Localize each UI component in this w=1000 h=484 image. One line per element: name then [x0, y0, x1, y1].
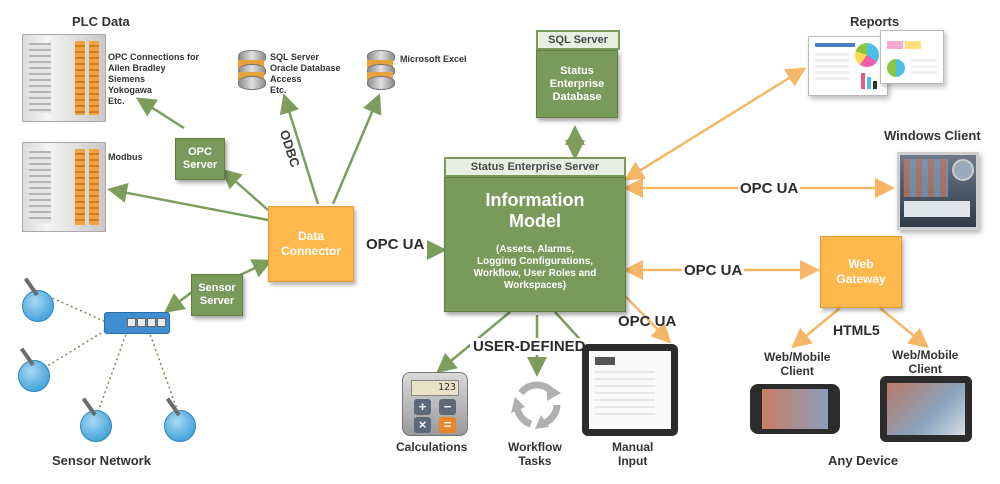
user-defined-label: USER-DEFINED — [470, 338, 589, 355]
calculator-key: + — [414, 399, 431, 415]
arrow-server-to-reports — [623, 67, 807, 181]
calculator-key: × — [414, 417, 431, 433]
arrow-gateway-to-client1 — [791, 307, 841, 349]
sensor-icon — [80, 397, 112, 442]
information-model-details: (Assets, Alarms, Logging Configurations,… — [473, 244, 597, 291]
windows-client-screen — [897, 152, 979, 230]
sensor-icon — [18, 347, 50, 392]
calculations-caption: Calculations — [396, 440, 468, 454]
section-title-any-device: Any Device — [828, 453, 899, 468]
modbus-device-image — [22, 142, 106, 232]
arrow-sensorserver-to-connector — [239, 259, 273, 278]
arrow-server-to-manual-opc — [624, 295, 672, 344]
sql-database-list: SQL Server Oracle Database Access Etc. — [270, 52, 341, 95]
excel-database-icon — [367, 50, 395, 90]
web-mobile-client-caption-2: Web/Mobile Client — [892, 348, 959, 376]
arrow-sensorserver-to-gateway — [164, 291, 193, 313]
plc-opc-connections-label: OPC Connections for Allen Bradley Siemen… — [108, 52, 200, 106]
arrow-excel-to-connector — [331, 93, 382, 205]
workflow-tasks-caption: Workflow Tasks — [508, 440, 562, 468]
calculator-icon: 123 + − × = — [402, 372, 468, 436]
opc-ua-windows-label: OPC UA — [738, 180, 801, 197]
calculator-key: − — [439, 399, 456, 415]
mobile-device-image — [750, 384, 840, 434]
sensor-links — [43, 295, 179, 413]
sensor-icon — [22, 277, 54, 322]
modbus-label: Modbus — [108, 152, 143, 162]
section-title-plc-data: PLC Data — [72, 14, 130, 29]
arrow-connector-to-modbus — [107, 183, 269, 222]
arrow-sql-to-connector — [279, 93, 320, 205]
green-arrows — [107, 93, 614, 377]
sensor-gateway-device-icon — [104, 312, 170, 334]
manual-input-tablet — [582, 344, 678, 436]
calculator-display: 123 — [411, 380, 459, 396]
section-title-windows-client: Windows Client — [884, 128, 981, 143]
sensor-icon — [164, 397, 196, 442]
sql-database-icon — [238, 50, 266, 90]
excel-label: Microsoft Excel — [400, 54, 467, 64]
section-title-reports: Reports — [850, 14, 900, 29]
calculator-key: = — [439, 417, 456, 433]
sensor-server-box: Sensor Server — [191, 274, 243, 316]
data-connector-box: Data Connector — [268, 206, 354, 282]
report-image-2 — [880, 30, 944, 84]
web-gateway-box: Web Gateway — [820, 236, 902, 308]
opc-server-box: OPC Server — [175, 138, 225, 180]
arrow-gateway-to-client2 — [879, 307, 929, 349]
opc-ua-gateway-label: OPC UA — [682, 262, 745, 279]
arrow-opcserver-to-plc — [135, 97, 185, 130]
status-enterprise-server-tab: Status Enterprise Server — [444, 157, 626, 177]
information-model-title: Information Model — [485, 190, 585, 231]
opc-ua-connector-label: OPC UA — [366, 236, 425, 253]
sql-server-tab: SQL Server — [536, 30, 620, 50]
workflow-cycle-icon — [511, 381, 561, 429]
plc-device-image — [22, 34, 106, 122]
status-enterprise-database-box: Status Enterprise Database — [536, 50, 618, 118]
report-image-1 — [808, 36, 888, 96]
html5-label: HTML5 — [833, 322, 880, 338]
information-model-box: Information Model (Assets, Alarms, Loggi… — [444, 177, 626, 312]
arrow-opcserver-to-connector — [221, 168, 269, 211]
tablet-device-image — [880, 376, 972, 442]
web-mobile-client-caption-1: Web/Mobile Client — [764, 350, 831, 378]
manual-input-caption: Manual Input — [612, 440, 654, 468]
section-title-sensor-network: Sensor Network — [52, 453, 151, 468]
opc-ua-manual-label: OPC UA — [618, 313, 677, 330]
